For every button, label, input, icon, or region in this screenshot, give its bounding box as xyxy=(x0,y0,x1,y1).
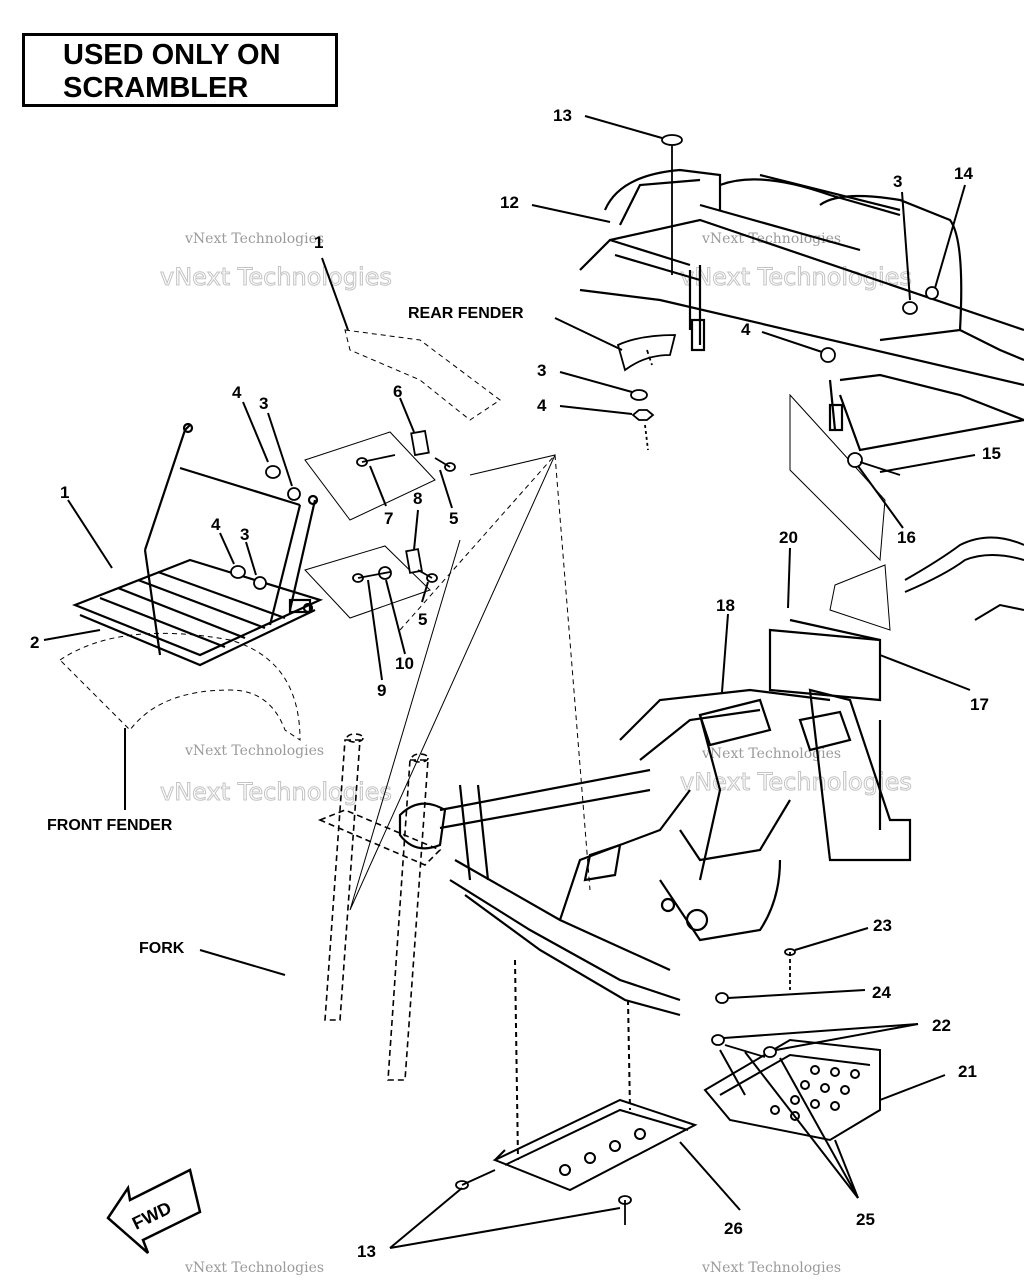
rear-rack-hardware xyxy=(630,134,939,476)
callout-25: 25 xyxy=(856,1210,875,1229)
banner-line-2: SCRAMBLER xyxy=(63,72,249,104)
rear-rack xyxy=(579,168,1024,452)
callout-15: 15 xyxy=(982,444,1001,463)
watermark-bottom-left: vNext Technologies xyxy=(184,1260,324,1276)
watermark-outline-text: vNext Technologies xyxy=(680,263,912,291)
callout-6: 6 xyxy=(393,382,402,401)
callout-4: 4 xyxy=(211,515,221,534)
callout-18: 18 xyxy=(716,596,735,615)
forward-arrow-shape xyxy=(106,1168,202,1254)
callout-13: 13 xyxy=(357,1242,376,1261)
callout-1: 1 xyxy=(314,233,323,252)
callout-8: 8 xyxy=(413,489,422,508)
watermark-text: vNext Technologies xyxy=(701,1260,841,1276)
forward-arrow: FWD xyxy=(106,1168,202,1254)
watermark-top-left: vNext Technologies vNext Technologies xyxy=(160,231,393,292)
watermark-text: vNext Technologies xyxy=(701,746,841,762)
hidden-reference-lines xyxy=(59,329,591,891)
reference-planes xyxy=(304,393,891,911)
callout-5: 5 xyxy=(449,509,458,528)
main-frame xyxy=(398,618,912,1017)
fork-label: FORK xyxy=(139,940,185,957)
callout-9: 9 xyxy=(377,681,386,700)
callout-16: 16 xyxy=(897,528,916,547)
callout-1: 1 xyxy=(60,483,69,502)
front-rack-hardware xyxy=(230,429,456,590)
callout-26: 26 xyxy=(724,1219,743,1238)
callout-12: 12 xyxy=(500,193,519,212)
callout-4: 4 xyxy=(741,320,751,339)
scrambler-only-banner: USED ONLY ON SCRAMBLER xyxy=(22,33,338,107)
footrest-bolts xyxy=(455,948,796,1225)
front-rack xyxy=(72,422,324,667)
callout-2: 2 xyxy=(30,633,39,652)
front-fender-label: FRONT FENDER xyxy=(47,817,173,834)
banner-line-1: USED ONLY ON xyxy=(63,39,281,71)
callout-21: 21 xyxy=(958,1062,977,1081)
callout-24: 24 xyxy=(872,983,891,1002)
callout-22: 22 xyxy=(932,1016,951,1035)
callout-7: 7 xyxy=(384,509,393,528)
callout-3: 3 xyxy=(240,525,249,544)
watermark-text: vNext Technologies xyxy=(184,231,324,247)
right-footrest xyxy=(703,1038,881,1142)
leader-lines xyxy=(43,115,976,1249)
callout-3: 3 xyxy=(259,394,268,413)
callout-3: 3 xyxy=(893,172,902,191)
left-footrest xyxy=(492,959,698,1192)
exhaust-pipe xyxy=(904,536,1024,621)
watermark-top-right: vNext Technologies vNext Technologies xyxy=(680,231,913,292)
callout-14: 14 xyxy=(954,164,973,183)
rear-fender-label: REAR FENDER xyxy=(408,305,524,322)
callout-17: 17 xyxy=(970,695,989,714)
callout-4: 4 xyxy=(537,396,547,415)
callouts: 13 12 3 14 1 4 3 4 4 3 6 15 1 8 7 5 4 3 … xyxy=(30,106,1001,1261)
callout-20: 20 xyxy=(779,528,798,547)
callout-4: 4 xyxy=(232,383,242,402)
watermark-mid-left: vNext Technologies vNext Technologies xyxy=(160,743,393,807)
part-labels: REAR FENDER FRONT FENDER FORK xyxy=(47,305,524,957)
watermark-text: vNext Technologies xyxy=(184,1260,324,1276)
watermark-outline-text: vNext Technologies xyxy=(160,263,392,291)
callout-10: 10 xyxy=(395,654,414,673)
fork xyxy=(317,733,442,1081)
callout-13: 13 xyxy=(553,106,572,125)
watermark-bottom-right: vNext Technologies xyxy=(701,1260,841,1276)
rear-fender-piece xyxy=(616,334,677,372)
watermark-outline-text: vNext Technologies xyxy=(160,778,392,806)
callout-5: 5 xyxy=(418,610,427,629)
callout-23: 23 xyxy=(873,916,892,935)
watermark-text: vNext Technologies xyxy=(184,743,324,759)
callout-3: 3 xyxy=(537,361,546,380)
